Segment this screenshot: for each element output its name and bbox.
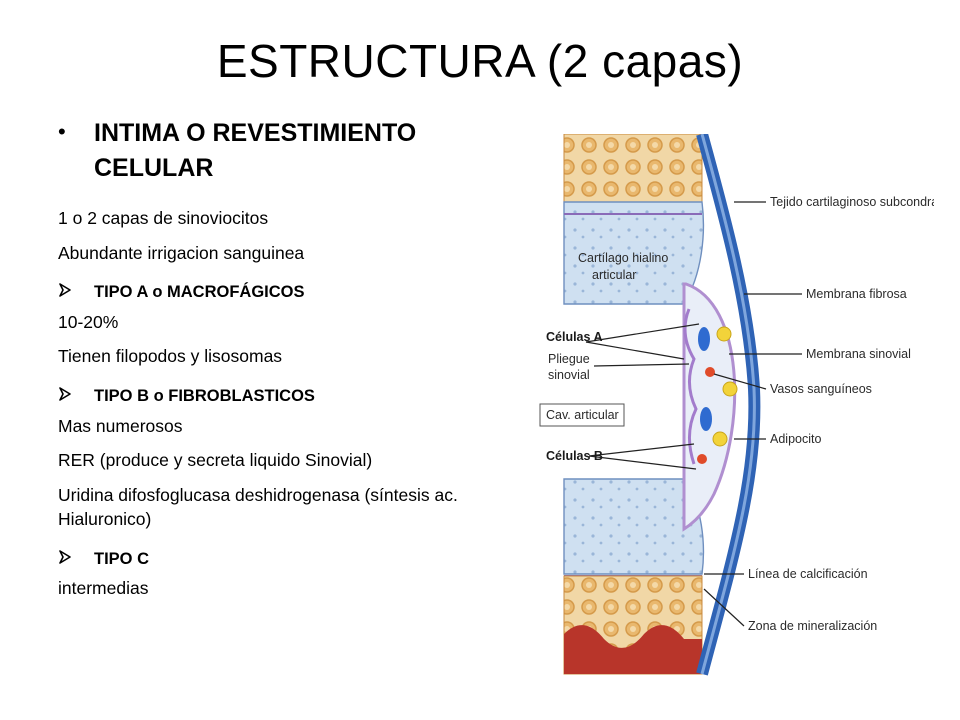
adipocyte bbox=[712, 431, 728, 447]
label-hyaline-2: articular bbox=[592, 268, 636, 282]
main-bullet: • INTIMA O REVESTIMIENTO CELULAR bbox=[58, 116, 518, 186]
adipocyte bbox=[722, 381, 738, 397]
label-fold-2: sinovial bbox=[548, 368, 590, 382]
text-line: Uridina difosfoglucasa deshidrogenasa (s… bbox=[58, 484, 458, 529]
arrow-bullet-icon bbox=[58, 547, 94, 571]
label-subchondral: Tejido cartilaginoso subcondral bbox=[770, 195, 934, 209]
label-mineralization: Zona de mineralización bbox=[748, 619, 877, 633]
label-vessels: Vasos sanguíneos bbox=[770, 382, 872, 396]
sub-bullet-label: TIPO A o MACROFÁGICOS bbox=[94, 283, 305, 302]
sub-bullet: TIPO B o FIBROBLASTICOS bbox=[58, 379, 498, 414]
cell-a bbox=[700, 407, 712, 431]
label-fold-1: Pliegue bbox=[548, 352, 590, 366]
label-adipocyte: Adipocito bbox=[770, 432, 821, 446]
text-line: Abundante irrigacion sanguinea bbox=[58, 242, 305, 263]
content-lines: 1 o 2 capas de sinoviocitos Abundante ir… bbox=[58, 206, 498, 611]
synovial-membrane-diagram: Tejido cartilaginoso subcondral Cartílag… bbox=[534, 134, 934, 716]
synovial-fold bbox=[683, 308, 698, 465]
subchondral-bone-top bbox=[563, 134, 703, 205]
sub-bullet: TIPO A o MACROFÁGICOS bbox=[58, 275, 498, 310]
sub-bullet-label: TIPO B o FIBROBLASTICOS bbox=[94, 387, 315, 406]
text-line: 1 o 2 capas de sinoviocitos bbox=[58, 208, 269, 228]
blood-vessel bbox=[697, 454, 707, 464]
label-fibrous: Membrana fibrosa bbox=[806, 287, 907, 301]
synovial-membrane bbox=[682, 282, 737, 532]
arrow-bullet-icon bbox=[58, 384, 94, 408]
label-cells-b: Células B bbox=[546, 449, 603, 463]
heading-line-2: CELULAR bbox=[94, 154, 214, 182]
main-bullet-heading: INTIMA O REVESTIMIENTO CELULAR bbox=[94, 116, 416, 186]
text-line: 10-20% bbox=[58, 311, 119, 332]
bullet-dot-icon: • bbox=[58, 119, 66, 144]
blood-vessel bbox=[705, 367, 715, 377]
sub-bullet: TIPO C bbox=[58, 541, 498, 576]
text-line: Tienen filopodos y lisosomas bbox=[58, 346, 283, 367]
label-synovial: Membrana sinovial bbox=[806, 347, 911, 361]
mineralization-zone bbox=[564, 625, 702, 674]
label-cavity: Cav. articular bbox=[546, 408, 619, 422]
text-line: intermedias bbox=[58, 577, 149, 598]
text-line: RER (produce y secreta liquido Sinovial) bbox=[58, 450, 373, 471]
leader-lines bbox=[585, 201, 802, 627]
adipocyte bbox=[716, 326, 732, 342]
arrow-bullet-icon bbox=[58, 280, 94, 304]
sub-bullet-label: TIPO C bbox=[94, 549, 150, 568]
label-cells-a: Células A bbox=[546, 330, 603, 344]
label-hyaline-1: Cartílago hialino bbox=[578, 251, 668, 265]
text-line: Mas numerosos bbox=[58, 415, 183, 436]
slide-title: ESTRUCTURA (2 capas) bbox=[216, 35, 744, 87]
label-calcification: Línea de calcificación bbox=[748, 567, 868, 581]
cell-a bbox=[698, 327, 710, 351]
heading-line-1: INTIMA O REVESTIMIENTO bbox=[94, 119, 417, 147]
